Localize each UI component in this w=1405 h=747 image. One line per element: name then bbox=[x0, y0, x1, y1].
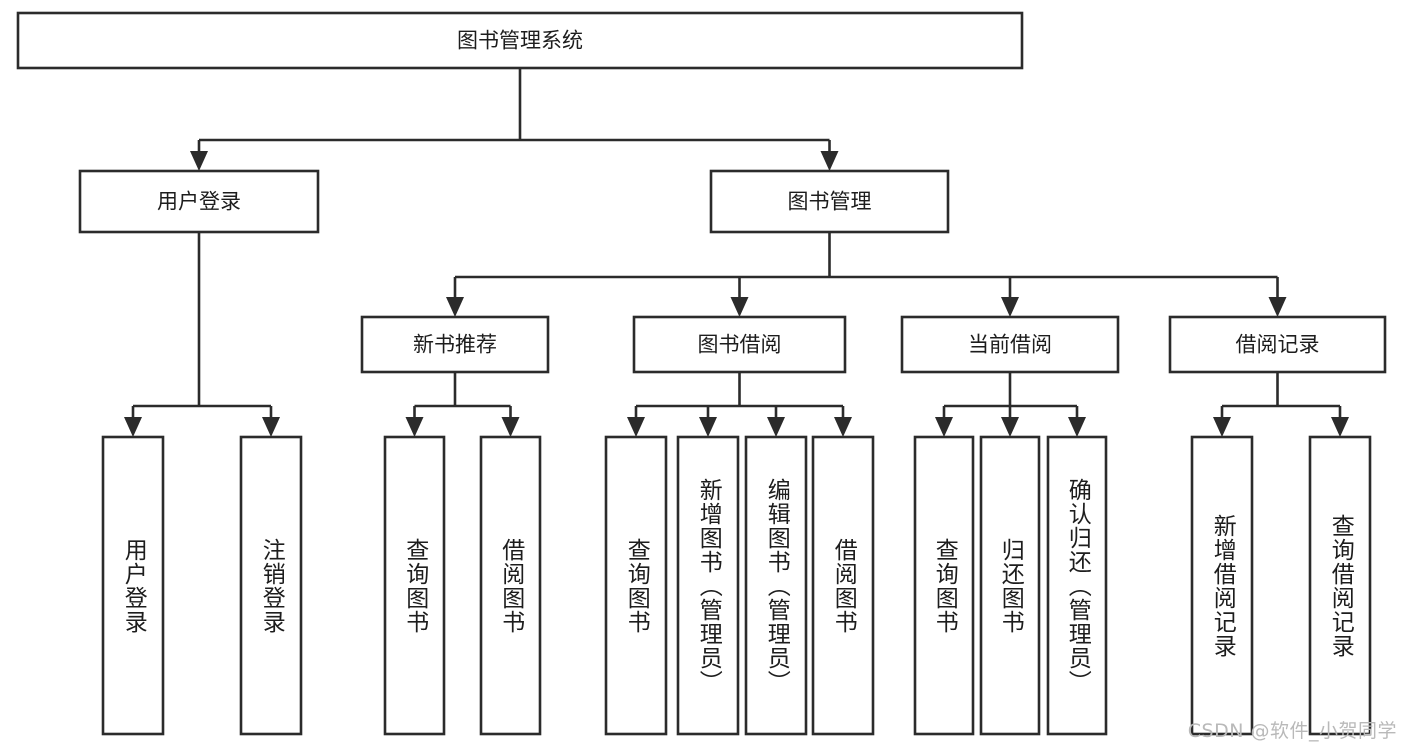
node-leaf-user-login-label: 用户登录 bbox=[120, 537, 147, 634]
node-current-borrow[interactable] bbox=[900, 315, 1120, 374]
node-leaf-return-book-label: 归还图书 bbox=[997, 537, 1024, 634]
node-leaf-add-book-label: 新增图书（管理员） bbox=[695, 477, 722, 694]
book-borrow-arrow-0 bbox=[627, 417, 645, 437]
new-book-recommend-arrow-1 bbox=[501, 417, 520, 437]
node-new-book-recommend-label: 新书推荐 bbox=[413, 333, 497, 357]
node-leaf-query-record[interactable] bbox=[1308, 435, 1372, 736]
user-login-arrow-0 bbox=[124, 417, 142, 437]
node-leaf-borrow-book-1[interactable] bbox=[479, 435, 542, 736]
root-arrow-0 bbox=[190, 151, 208, 171]
node-leaf-query-book-2[interactable] bbox=[604, 435, 668, 736]
node-leaf-borrow-book-1-label: 借阅图书 bbox=[497, 537, 524, 634]
node-leaf-return-book[interactable] bbox=[979, 435, 1041, 736]
node-leaf-query-book-1-label: 查询图书 bbox=[401, 537, 428, 634]
current-borrow-arrow-1 bbox=[1001, 417, 1019, 437]
node-leaf-query-book-3[interactable] bbox=[913, 435, 975, 736]
current-borrow-arrow-0 bbox=[935, 417, 953, 437]
node-leaf-query-book-1[interactable] bbox=[383, 435, 446, 736]
node-leaf-borrow-book-2[interactable] bbox=[811, 435, 875, 736]
node-book-borrow-label: 图书借阅 bbox=[698, 333, 782, 357]
node-leaf-borrow-book-2-label: 借阅图书 bbox=[830, 537, 857, 634]
node-leaf-query-book-2-label: 查询图书 bbox=[623, 537, 650, 634]
user-login-arrow-1 bbox=[262, 417, 280, 437]
node-current-borrow-label: 当前借阅 bbox=[968, 333, 1052, 357]
node-leaf-confirm-return[interactable] bbox=[1046, 435, 1108, 736]
book-management-arrow-2 bbox=[1001, 297, 1019, 317]
node-leaf-user-login[interactable] bbox=[101, 435, 165, 736]
node-leaf-add-record-label: 新增借阅记录 bbox=[1209, 513, 1236, 658]
node-book-borrow[interactable] bbox=[632, 315, 847, 374]
node-leaf-confirm-return-label: 确认归还（管理员） bbox=[1064, 477, 1091, 694]
node-leaf-query-record-label: 查询借阅记录 bbox=[1327, 513, 1354, 658]
root-arrow-1 bbox=[820, 151, 839, 171]
node-root[interactable] bbox=[16, 11, 1024, 70]
borrow-record-arrow-1 bbox=[1331, 417, 1349, 437]
node-user-login-label: 用户登录 bbox=[157, 190, 241, 214]
node-leaf-logout-label: 注销登录 bbox=[258, 537, 285, 634]
node-leaf-edit-book-label: 编辑图书（管理员） bbox=[763, 477, 790, 694]
watermark: CSDN @软件_小贺同学 bbox=[1187, 720, 1397, 742]
node-leaf-edit-book[interactable] bbox=[744, 435, 808, 736]
node-user-login[interactable] bbox=[78, 169, 320, 234]
node-new-book-recommend[interactable] bbox=[360, 315, 550, 374]
node-root-label: 图书管理系统 bbox=[457, 29, 583, 53]
new-book-recommend-arrow-0 bbox=[405, 417, 424, 437]
node-leaf-add-book[interactable] bbox=[676, 435, 740, 736]
node-book-management-label: 图书管理 bbox=[788, 190, 872, 214]
node-borrow-record[interactable] bbox=[1168, 315, 1387, 374]
book-management-arrow-0 bbox=[446, 297, 464, 317]
node-leaf-add-record[interactable] bbox=[1190, 435, 1254, 736]
node-book-management[interactable] bbox=[709, 169, 950, 234]
book-management-arrow-3 bbox=[1268, 297, 1287, 317]
borrow-record-arrow-0 bbox=[1213, 417, 1231, 437]
book-borrow-arrow-1 bbox=[699, 417, 717, 437]
book-management-arrow-1 bbox=[730, 297, 749, 317]
book-borrow-arrow-3 bbox=[834, 417, 852, 437]
book-borrow-arrow-2 bbox=[767, 417, 785, 437]
node-leaf-logout[interactable] bbox=[239, 435, 303, 736]
node-leaf-query-book-3-label: 查询图书 bbox=[931, 537, 958, 634]
current-borrow-arrow-2 bbox=[1068, 417, 1086, 437]
node-borrow-record-label: 借阅记录 bbox=[1236, 333, 1320, 357]
